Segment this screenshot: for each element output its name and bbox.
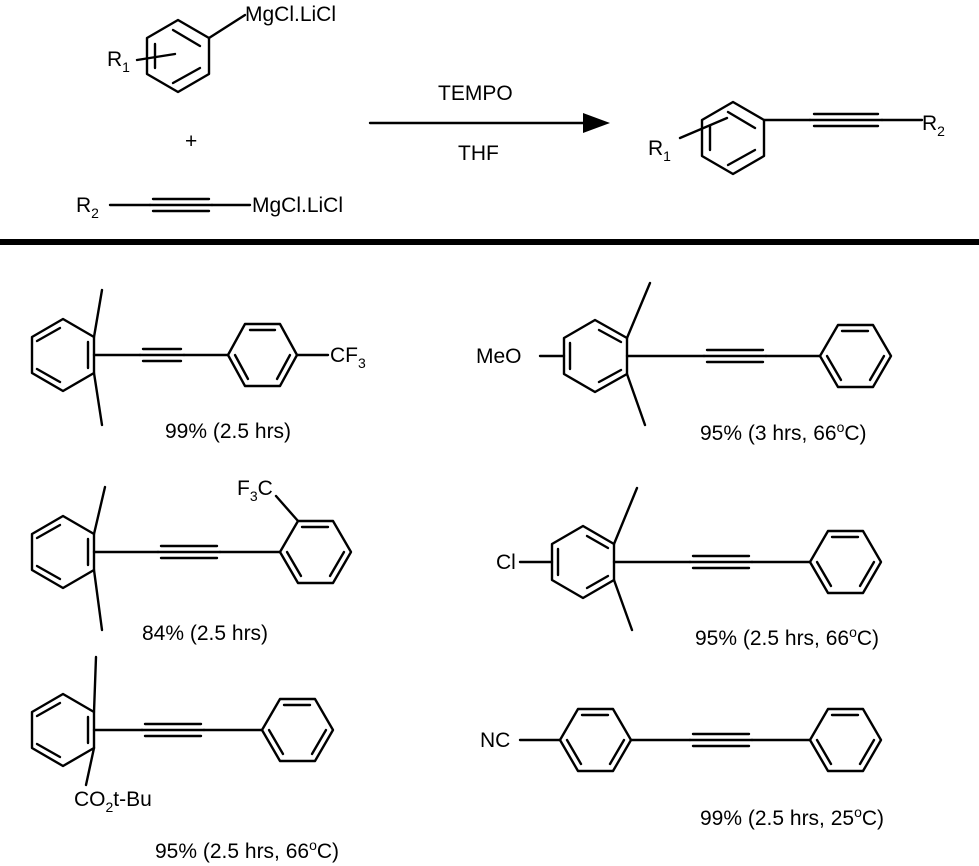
product-structure: R1 R2 — [648, 100, 945, 176]
example-5-structure: CO2t-Bu — [30, 655, 335, 815]
example-6-structure: NC — [480, 707, 883, 773]
condition-reagent: TEMPO — [438, 82, 513, 105]
example-5-substituent: CO2t-Bu — [74, 788, 152, 815]
example-1-yield: 99% (2.5 hrs) — [165, 420, 291, 443]
reagent-aryl-grignard: MgCl.LiCl R1 — [107, 3, 336, 94]
example-2-yield: 95% (3 hrs, 66oC) — [700, 419, 867, 445]
example-4-structure: Cl — [496, 486, 883, 632]
example-2-structure: MeO — [476, 281, 893, 427]
product-r2-label: R2 — [922, 112, 945, 139]
example-4-substituent: Cl — [496, 551, 516, 574]
condition-solvent: THF — [458, 142, 499, 165]
alkynyl-grignard-group: MgCl.LiCl — [252, 194, 343, 217]
reaction-arrow: TEMPO THF — [368, 82, 610, 165]
example-6-substituent: NC — [480, 729, 510, 752]
example-1-structure: CF3 — [30, 288, 366, 427]
example-2-substituent: MeO — [476, 345, 522, 368]
section-divider — [0, 239, 979, 245]
reagent-alkynyl-grignard: R2 MgCl.LiCl — [76, 194, 343, 221]
example-3-yield: 84% (2.5 hrs) — [142, 622, 268, 645]
aryl-grignard-group: MgCl.LiCl — [245, 3, 336, 26]
example-4-yield: 95% (2.5 hrs, 66oC) — [695, 624, 879, 650]
plus-sign: + — [185, 130, 197, 153]
example-5-yield: 95% (2.5 hrs, 66oC) — [155, 837, 339, 863]
product-r1-label: R1 — [648, 137, 671, 164]
example-6-yield: 99% (2.5 hrs, 25oC) — [700, 804, 884, 830]
alkynyl-r-label: R2 — [76, 194, 99, 221]
example-3-substituent: F3C — [237, 477, 273, 504]
aryl-r-label: R1 — [107, 48, 130, 75]
example-3-structure: F3C — [30, 477, 353, 632]
example-1-substituent: CF3 — [330, 344, 366, 371]
